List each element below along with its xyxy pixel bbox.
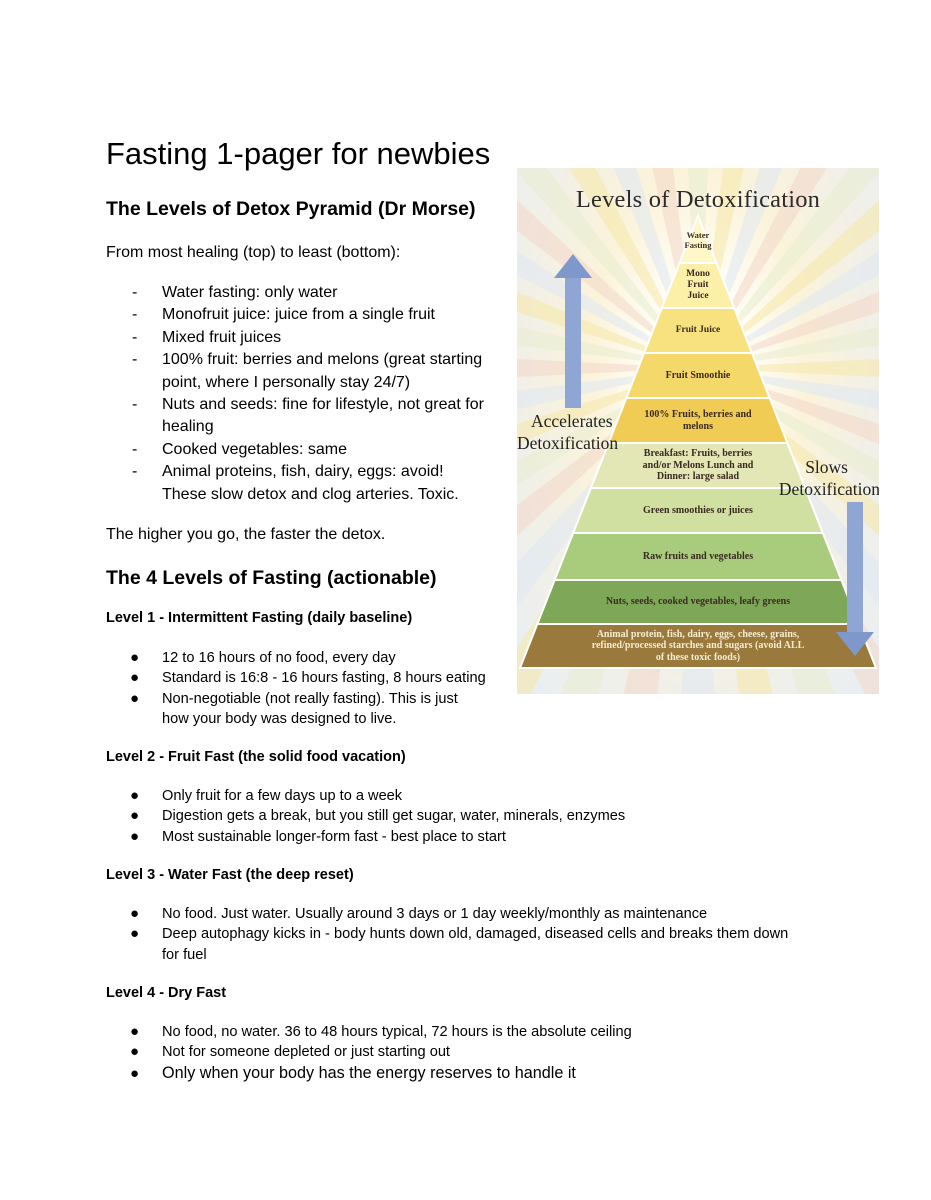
- list-item: ●Non-negotiable (not really fasting). Th…: [106, 689, 486, 709]
- level-1-list: ●12 to 16 hours of no food, every day ●S…: [106, 648, 486, 730]
- document-title: Fasting 1-pager for newbies: [106, 136, 491, 171]
- slows-label: Slows Detoxification: [778, 457, 879, 499]
- background-ray: [698, 168, 879, 368]
- list-item: -Mixed fruit juices: [106, 327, 484, 349]
- list-item: -Monofruit juice: juice from a single fr…: [106, 304, 484, 326]
- bullet-marker: ●: [130, 905, 140, 922]
- list-item: ●Standard is 16:8 - 16 hours fasting, 8 …: [106, 668, 486, 688]
- list-item-continuation: point, where I personally stay 24/7): [162, 373, 411, 391]
- bullet-marker: ●: [130, 1043, 140, 1061]
- list-item: ●Only fruit for a few days up to a week: [106, 786, 625, 806]
- pyramid-section-heading: The Levels of Detox Pyramid (Dr Morse): [106, 198, 476, 220]
- bullet-marker: ●: [130, 787, 140, 804]
- level-3-heading: Level 3 - Water Fast (the deep reset): [106, 867, 354, 883]
- bullet-marker: ●: [130, 827, 140, 845]
- list-item-continuation: for fuel: [162, 946, 207, 963]
- bullet-marker: ●: [130, 807, 140, 825]
- list-item: ●Most sustainable longer-form fast - bes…: [106, 827, 625, 847]
- level-4-list: ●No food, no water. 36 to 48 hours typic…: [106, 1022, 632, 1084]
- bullet-marker: ●: [130, 649, 140, 666]
- level-1-heading: Level 1 - Intermittent Fasting (daily ba…: [106, 610, 413, 626]
- pyramid-graphic: [517, 168, 879, 694]
- list-item: -Animal proteins, fish, dairy, eggs: avo…: [106, 461, 484, 483]
- bullet-marker: ●: [130, 1023, 140, 1040]
- background-ray: [698, 358, 879, 378]
- background-ray: [517, 200, 698, 368]
- level-3-list: ●No food. Just water. Usually around 3 d…: [106, 904, 788, 965]
- bullet-marker: ●: [130, 669, 140, 687]
- list-item: ●No food. Just water. Usually around 3 d…: [106, 904, 788, 924]
- dash-marker: -: [132, 328, 138, 346]
- bullet-marker: ●: [130, 689, 140, 707]
- list-item: ●No food, no water. 36 to 48 hours typic…: [106, 1022, 632, 1042]
- background-ray: [517, 368, 698, 445]
- dash-marker: -: [132, 306, 138, 324]
- background-ray: [698, 200, 879, 368]
- pyramid-tier-label: Nuts, seeds, cooked vegetables, leafy gr…: [605, 596, 791, 608]
- list-item-continuation: healing: [162, 418, 214, 436]
- pyramid-tier-label: Raw fruits and vegetables: [642, 550, 754, 562]
- up-arrow-icon: [554, 254, 592, 408]
- bullet-marker: ●: [130, 925, 140, 943]
- dash-marker: -: [132, 284, 138, 301]
- level-2-list: ●Only fruit for a few days up to a week …: [106, 786, 625, 847]
- list-item: ●Not for someone depleted or just starti…: [106, 1042, 632, 1062]
- background-ray: [517, 358, 698, 378]
- fasting-levels-heading: The 4 Levels of Fasting (actionable): [106, 567, 437, 589]
- bullet-marker: ●: [130, 1064, 140, 1082]
- accelerates-label: Accelerates Detoxification: [517, 411, 619, 453]
- list-item: -Water fasting: only water: [106, 282, 484, 304]
- list-item: ●Only when your body has the energy rese…: [130, 1063, 576, 1082]
- level-4-heading: Level 4 - Dry Fast: [106, 985, 227, 1001]
- down-arrow-icon: [836, 502, 874, 656]
- pyramid-tier-label: Green smoothies or juices: [643, 504, 753, 516]
- detox-levels-list: -Water fasting: only water -Monofruit ju…: [106, 282, 484, 506]
- pyramid-tier: [518, 623, 878, 669]
- list-item: -100% fruit: berries and melons (great s…: [106, 349, 484, 371]
- dash-marker: -: [132, 463, 138, 481]
- list-item: -Nuts and seeds: fine for lifestyle, not…: [106, 394, 484, 416]
- pyramid-intro: From most healing (top) to least (bottom…: [106, 244, 401, 261]
- pyramid-outro: The higher you go, the faster the detox.: [106, 526, 386, 543]
- list-item-continuation: These slow detox and clog arteries. Toxi…: [162, 485, 459, 503]
- list-item: ●Digestion gets a break, but you still g…: [106, 806, 625, 826]
- pyramid-tier-label: Animal protein, fish, dairy, eggs, chees…: [591, 628, 805, 663]
- level-2-heading: Level 2 - Fruit Fast (the solid food vac…: [106, 749, 406, 765]
- list-item: ●Deep autophagy kicks in - body hunts do…: [106, 924, 788, 944]
- dash-marker: -: [132, 351, 138, 369]
- background-ray: [698, 291, 879, 368]
- dash-marker: -: [132, 440, 138, 458]
- list-item: -Cooked vegetables: same: [106, 439, 484, 461]
- list-item: ●12 to 16 hours of no food, every day: [106, 648, 486, 668]
- dash-marker: -: [132, 396, 138, 414]
- pyramid-title: Levels of Detoxification: [575, 186, 821, 213]
- pyramid-tier-label: Fruit Juice: [675, 325, 721, 335]
- pyramid-tier-label: Fruit Smoothie: [665, 369, 731, 381]
- background-ray: [517, 168, 698, 368]
- detox-pyramid-image: Levels of Detoxification Accelerates Det…: [517, 168, 879, 694]
- list-item-continuation: how your body was designed to live.: [162, 711, 397, 728]
